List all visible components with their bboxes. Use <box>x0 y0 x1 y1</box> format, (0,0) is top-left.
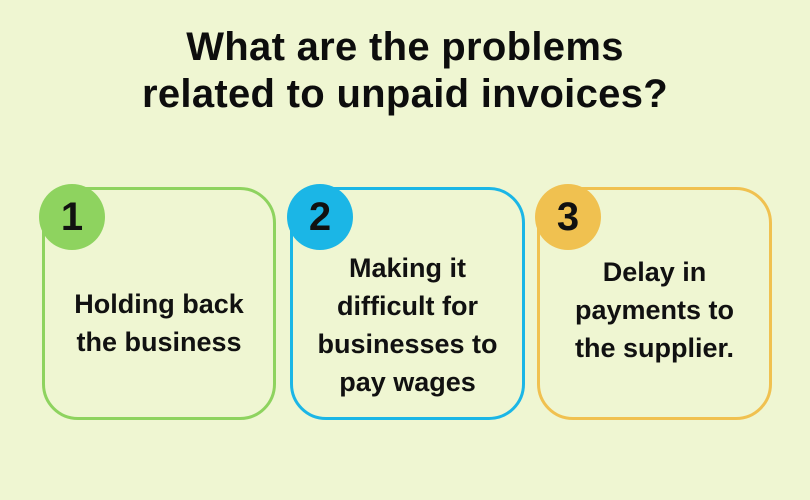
number-badge-1-label: 1 <box>60 194 84 239</box>
number-badge-3: 3 <box>535 184 601 250</box>
number-badge-3-label: 3 <box>556 194 580 239</box>
problem-card-2: Making it difficult for businesses to pa… <box>290 187 525 420</box>
number-badge-1: 1 <box>39 184 105 250</box>
number-badge-2-label: 2 <box>308 194 332 239</box>
number-badge-2: 2 <box>287 184 353 250</box>
problem-card-3-text: Delay in payments to the supplier. <box>574 256 735 363</box>
page-title: What are the problems related to unpaid … <box>0 24 810 118</box>
problem-card-2-text: Making it difficult for businesses to pa… <box>317 252 498 397</box>
title-line-1: What are the problems <box>186 25 624 69</box>
title-line-2: related to unpaid invoices? <box>142 72 668 116</box>
problem-card-1-text: Holding back the business <box>74 288 244 357</box>
